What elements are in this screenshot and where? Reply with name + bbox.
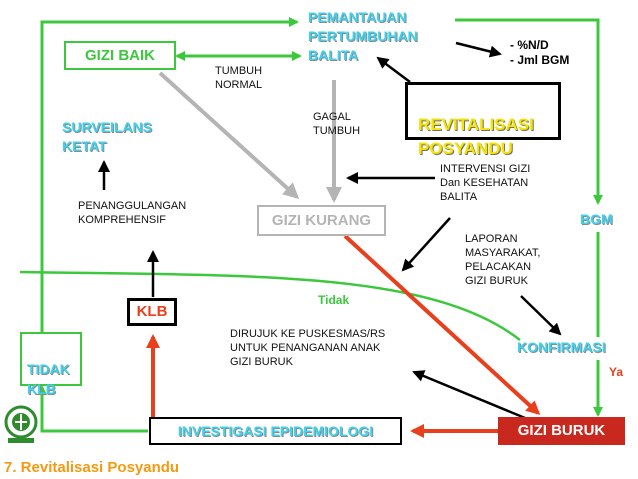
connector-pemantauan-to-indicators [455, 41, 502, 58]
klb-label: KLB [136, 303, 168, 320]
connector-tidak-klb-to-pemantauan [40, 17, 299, 332]
node-surveilans-ketat: SURVEILANS KETAT [62, 119, 152, 154]
connector-intervensi-to-gizi-buruk [401, 217, 451, 272]
gizi-kurang-label: GIZI KURANG [271, 212, 372, 229]
connector-investigasi-to-tidak-klb [37, 385, 148, 433]
connector-revitalisasi-to-pemantauan [376, 56, 411, 83]
green-connectors [19, 17, 603, 433]
gray-connectors [158, 71, 342, 203]
node-gizi-buruk: GIZI BURUK [498, 417, 625, 445]
gizi-buruk-label: GIZI BURUK [517, 422, 606, 439]
connector-pemantauan-to-bgm [455, 18, 603, 205]
gizi-baik-label: GIZI BAIK [85, 47, 155, 64]
node-bgm: BGM [580, 211, 613, 227]
red-connectors [146, 234, 541, 438]
node-konfirmasi: KONFIRMASI [517, 339, 606, 355]
connector-gizi-buruk-to-dirujuk [412, 370, 526, 420]
node-investigasi: INVESTIGASI EPIDEMIOLOGI [149, 417, 402, 445]
black-connectors [98, 41, 562, 420]
node-dirujuk: DIRUJUK KE PUSKESMAS/RS UNTUK PENANGANAN… [230, 328, 386, 368]
node-revitalisasi-posyandu: REVITALISASI POSYANDU [405, 82, 561, 158]
investigasi-label: INVESTIGASI EPIDEMIOLOGI [177, 423, 374, 439]
node-gagal-tumbuh: GAGAL TUMBUH [313, 111, 361, 137]
ministry-emblem-icon [2, 404, 40, 444]
node-pemantauan: PEMANTAUAN PERTUMBUHAN BALITA [308, 9, 418, 63]
connector-gizi-kurang-to-gizi-buruk [343, 234, 541, 416]
revitalisasi-label: REVITALISASI POSYANDU [418, 115, 534, 158]
tidak-klb-label: TIDAK KLB [27, 361, 70, 397]
node-tidak-klb: TIDAK KLB [20, 332, 82, 397]
node-indicators: - %N/D - Jml BGM [510, 38, 570, 67]
node-penanggulangan: PENANGGULANGAN KOMPREHENSIF [78, 200, 187, 226]
label-ya: Ya [609, 365, 624, 379]
node-tumbuh-normal: TUMBUH NORMAL [215, 65, 263, 91]
node-gizi-kurang: GIZI KURANG [257, 205, 386, 236]
node-gizi-baik: GIZI BAIK [64, 41, 176, 70]
node-laporan: LAPORAN MASYARAKAT, PELACAKAN GIZI BURUK [465, 233, 541, 287]
node-intervensi: INTERVENSI GIZI Dan KESEHATAN BALITA [440, 163, 531, 203]
connector-laporan-to-konfirmasi [520, 295, 562, 336]
connector-gizi-baik-to-gizi-kurang [158, 71, 300, 200]
footer-title: 7. Revitalisasi Posyandu [4, 459, 180, 476]
node-klb: KLB [127, 298, 177, 326]
label-tidak: Tidak [318, 293, 350, 307]
connector-tidak-curve [19, 270, 521, 341]
